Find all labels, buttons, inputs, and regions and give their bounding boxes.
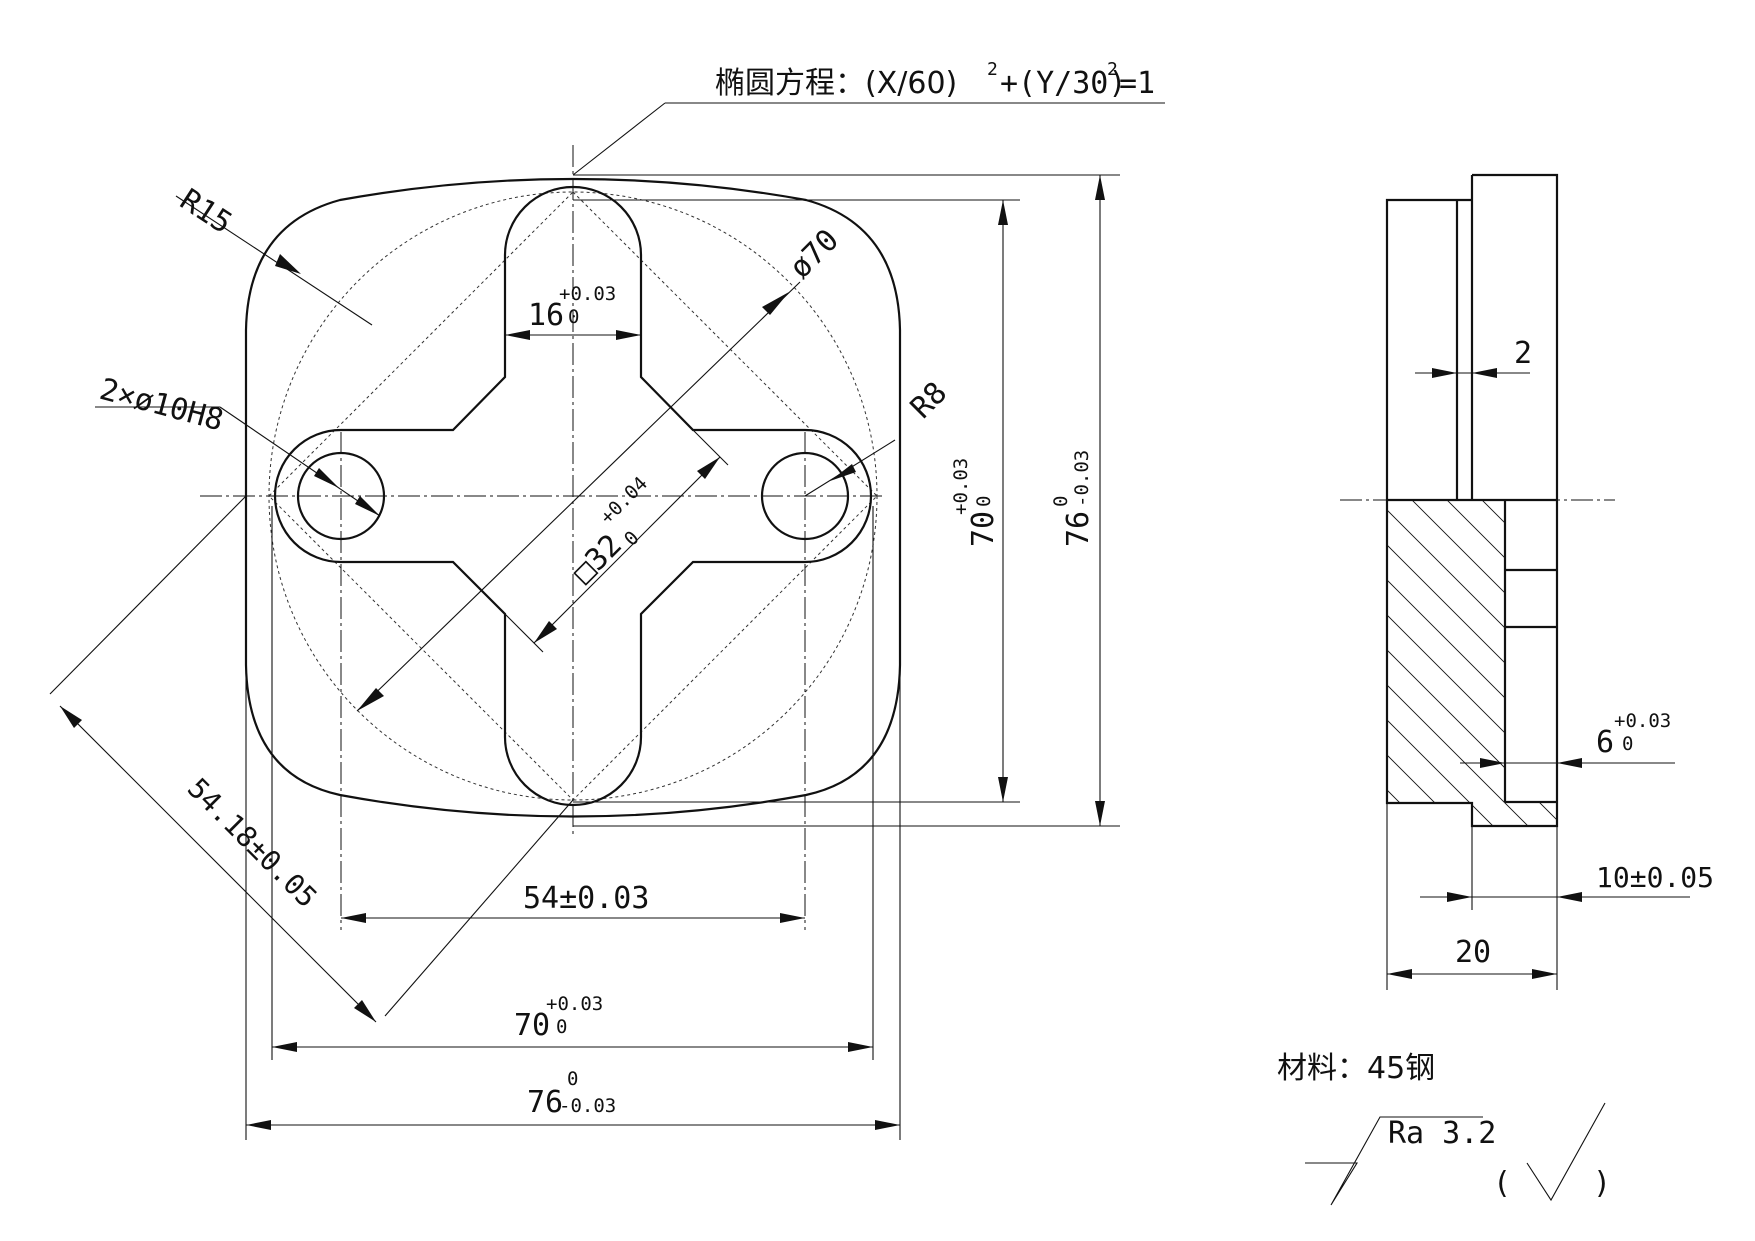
side2-arrow-left xyxy=(1432,368,1457,378)
side6-lower: 0 xyxy=(1622,733,1633,755)
slot-width-lower: 0 xyxy=(568,306,579,328)
side10-arrow-left xyxy=(1447,892,1472,902)
r15-leader xyxy=(175,195,373,326)
roughness-symbol xyxy=(1305,1116,1483,1206)
roughness-other-open: ( xyxy=(1493,1166,1511,1201)
inner-h-lower: 0 xyxy=(973,496,995,507)
front-view xyxy=(200,145,902,930)
outer-h-nominal: 76 xyxy=(1061,511,1096,547)
square-arrow-top xyxy=(697,457,720,479)
holes-label: 2×ø10H8 xyxy=(96,372,227,439)
ellipse-equation-mid: +(Y/30) xyxy=(1000,66,1126,101)
outer-h-upper: 0 xyxy=(1050,496,1072,507)
slot-width-nominal: 16 xyxy=(528,298,564,333)
diag-arrow-bottom xyxy=(354,1000,376,1022)
outer-contour xyxy=(244,177,902,818)
outer-h-arrow-bottom xyxy=(1095,801,1105,826)
hole-spacing-arrow-left xyxy=(341,913,366,923)
inner-w-nominal: 70 xyxy=(514,1008,550,1043)
phi70-reference-circle xyxy=(268,191,878,801)
side6-arrow-left xyxy=(1480,758,1505,768)
roughness-value: Ra 3.2 xyxy=(1388,1116,1496,1151)
inner-h-arrow-top xyxy=(998,200,1008,225)
square-ext-line-2 xyxy=(504,613,544,653)
holes-arrow-1 xyxy=(314,468,339,488)
hole-spacing-arrow-right xyxy=(780,913,805,923)
front-dimensions: 椭圆方程：(X/60) 2 +(Y/30) 2 =1 R15 ø70 R8 2×… xyxy=(49,59,1165,1140)
square-ext-line-1 xyxy=(692,429,729,466)
phi70-arrow-bottom xyxy=(357,688,384,711)
side20-arrow-right xyxy=(1532,969,1557,979)
inner-h-upper: +0.03 xyxy=(950,458,972,515)
ellipse-equation-exp2: 2 xyxy=(1107,59,1118,80)
side2-arrow-right xyxy=(1472,368,1497,378)
side-left-block xyxy=(1385,173,1559,828)
phi70-label: ø70 xyxy=(783,223,846,286)
diag-dimension-line xyxy=(59,705,377,1023)
hole-spacing-label: 54±0.03 xyxy=(523,881,649,916)
holes-leader-diagonal xyxy=(219,406,381,517)
slot-width-upper: +0.03 xyxy=(559,283,616,305)
side20-arrow-left xyxy=(1387,969,1412,979)
diag-ext-line-1 xyxy=(49,495,247,695)
outer-h-lower: -0.03 xyxy=(1071,450,1093,507)
slot-width-arrow-left xyxy=(505,330,530,340)
slot-width-arrow-right xyxy=(616,330,641,340)
material-note: 材料：45钢 xyxy=(1277,1051,1435,1086)
inner-w-lower: 0 xyxy=(556,1016,567,1038)
diag-label: 54.18±0.05 xyxy=(181,772,324,915)
inner-w-arrow-left xyxy=(272,1042,297,1052)
r8-label: R8 xyxy=(904,375,954,425)
diag-ext-line-2 xyxy=(384,799,574,1017)
ellipse-equation-exp1: 2 xyxy=(987,59,998,80)
ellipse-equation-prefix: 椭圆方程：(X/60) xyxy=(715,66,957,101)
cross-cavity-outline xyxy=(273,185,873,807)
side6-upper: +0.03 xyxy=(1614,710,1671,732)
holes-arrow-2 xyxy=(355,496,380,516)
side10-arrow-right xyxy=(1557,892,1582,902)
inner-h-nominal: 70 xyxy=(966,511,1001,547)
side2-label: 2 xyxy=(1514,336,1532,371)
outer-w-arrow-right xyxy=(875,1120,900,1130)
side6-arrow-right xyxy=(1557,758,1582,768)
ellipse-leader-diagonal xyxy=(572,102,666,176)
square-upper: +0.04 xyxy=(596,473,652,529)
phi70-dimension-line xyxy=(356,281,801,712)
r8-arrow xyxy=(830,464,856,481)
inner-w-arrow-right xyxy=(848,1042,873,1052)
outer-w-arrow-left xyxy=(246,1120,271,1130)
square-nominal: □32 xyxy=(566,528,629,591)
r15-label: R15 xyxy=(174,182,239,241)
side20-label: 20 xyxy=(1455,935,1491,970)
notes: 材料：45钢 Ra 3.2 ( ) xyxy=(1277,1051,1611,1206)
phi70-arrow-top xyxy=(762,292,789,315)
side6-nominal: 6 xyxy=(1596,725,1614,760)
side-dimensions: 2 6 +0.03 0 10±0.05 20 xyxy=(1386,336,1714,990)
diag-arrow-top xyxy=(60,706,82,728)
square-dimension-line xyxy=(533,456,721,644)
ellipse-equation-suffix: =1 xyxy=(1119,66,1155,101)
side10-label: 10±0.05 xyxy=(1596,861,1714,894)
outer-h-arrow-top xyxy=(1095,175,1105,200)
outer-w-upper: 0 xyxy=(567,1068,578,1090)
outer-w-nominal: 76 xyxy=(527,1085,563,1120)
roughness-other-close: ) xyxy=(1593,1166,1611,1201)
square-arrow-bottom xyxy=(534,621,557,643)
inner-h-arrow-bottom xyxy=(998,777,1008,802)
r15-arrow xyxy=(275,254,301,274)
outer-w-lower: -0.03 xyxy=(559,1095,616,1117)
roughness-other-symbol xyxy=(1526,1102,1606,1202)
side-view xyxy=(1340,173,1615,828)
inner-w-upper: +0.03 xyxy=(546,993,603,1015)
